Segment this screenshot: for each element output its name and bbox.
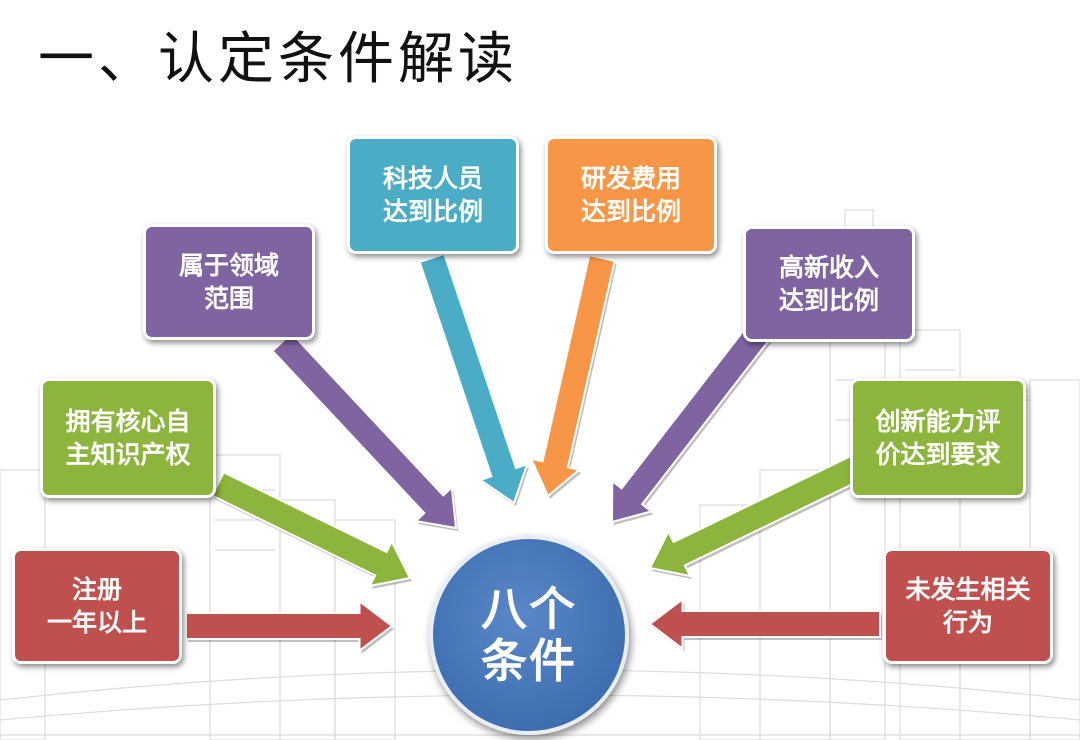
condition-box-1: 注册一年以上 [12,548,182,664]
condition-label-line2: 达到比例 [382,197,483,226]
center-label-line1: 八个 [481,582,577,636]
condition-label-line2: 达到比例 [580,197,681,226]
condition-label-line1: 注册 [71,575,122,604]
arrow-6 [610,318,774,524]
arrow-4 [418,252,529,505]
condition-box-4: 科技人员达到比例 [347,136,519,254]
condition-box-3: 属于领域范围 [143,224,315,340]
condition-box-5: 研发费用达到比例 [545,136,717,254]
condition-label-line1: 未发生相关 [905,575,1031,604]
condition-label-line2: 一年以上 [46,608,147,637]
arrow-5 [529,253,616,498]
condition-label-line1: 高新收入 [778,253,879,282]
condition-label-line1: 拥有核心自 [65,407,191,436]
arrow-8 [648,597,881,651]
condition-box-7: 创新能力评价达到要求 [850,378,1026,498]
condition-label-line2: 主知识产权 [65,440,191,469]
arrow-3 [271,331,458,530]
condition-box-2: 拥有核心自主知识产权 [40,378,216,498]
condition-label-line1: 科技人员 [382,164,483,193]
condition-label-line2: 范围 [203,284,254,313]
center-circle: 八个 条件 [429,535,629,735]
condition-box-6: 高新收入达到比例 [743,226,915,342]
condition-label-line2: 达到比例 [778,286,879,315]
condition-label-line2: 行为 [942,608,993,637]
page-title: 一、认定条件解读 [38,27,518,92]
arrow-7 [648,452,868,578]
condition-box-8: 未发生相关行为 [883,548,1053,664]
arrow-1 [185,599,394,653]
arrow-2 [210,470,412,588]
center-label-line2: 条件 [481,634,577,688]
condition-label-line1: 创新能力评 [875,407,1001,436]
condition-label-line2: 价达到要求 [875,440,1001,469]
condition-label-line1: 研发费用 [580,164,681,193]
condition-label-line1: 属于领域 [178,251,279,280]
